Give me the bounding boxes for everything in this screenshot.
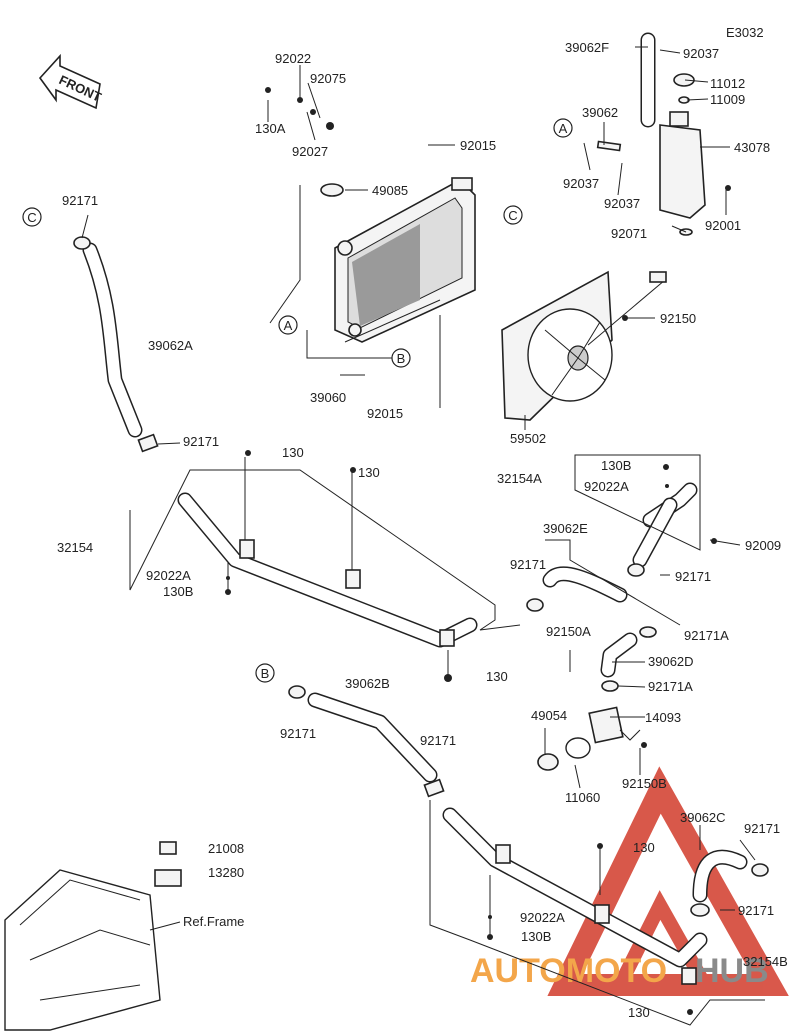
- callout-92171: 92171: [738, 903, 774, 918]
- callout-32154: 32154: [57, 540, 93, 555]
- callout-92037: 92037: [563, 176, 599, 191]
- hose-39062A: [82, 242, 143, 438]
- callout-92022A: 92022A: [520, 910, 565, 925]
- callout-92150A: 92150A: [546, 624, 591, 639]
- reference-markers: A C C A B B: [22, 118, 573, 683]
- callout-92037: 92037: [604, 196, 640, 211]
- callout-130B: 130B: [601, 458, 631, 473]
- callout-59502: 59502: [510, 431, 546, 446]
- callout-92171A: 92171A: [648, 679, 693, 694]
- reservoir-tank: [596, 32, 706, 236]
- callout-130A: 130A: [255, 121, 286, 136]
- radiator-cap: [320, 183, 344, 197]
- hose-39062E: [526, 566, 628, 612]
- ref-letter-B: B: [261, 666, 270, 681]
- ref-frame-label: Ref.Frame: [183, 914, 244, 929]
- callout-11060: 11060: [565, 790, 600, 805]
- callout-14093: 14093: [645, 710, 681, 725]
- callout-130: 130: [282, 445, 304, 460]
- thermostat-housing: [537, 706, 624, 771]
- callout-92171: 92171: [420, 733, 456, 748]
- callout-labels: E3032 39062F 92037 11012 11009 92022 920…: [57, 25, 788, 1020]
- callout-32154A: 32154A: [497, 471, 542, 486]
- callout-39062B: 39062B: [345, 676, 390, 691]
- callout-39062D: 39062D: [648, 654, 694, 669]
- callout-11012: 11012: [710, 76, 745, 91]
- fasteners: [225, 87, 731, 1015]
- pipe-32154: [177, 492, 478, 648]
- callout-130B: 130B: [521, 929, 551, 944]
- callout-130: 130: [486, 669, 508, 684]
- callout-92022: 92022: [275, 51, 311, 66]
- callout-92015: 92015: [367, 406, 403, 421]
- callout-39062A: 39062A: [148, 338, 193, 353]
- hose-39062C: [690, 849, 769, 917]
- callout-49085: 49085: [372, 183, 408, 198]
- callout-39060: 39060: [310, 390, 346, 405]
- callout-130B: 130B: [163, 584, 193, 599]
- callout-92171: 92171: [675, 569, 711, 584]
- callout-13280: 13280: [208, 865, 244, 880]
- bracket-lines: [129, 185, 765, 1026]
- callout-92027: 92027: [292, 144, 328, 159]
- hose-39062D: [600, 626, 657, 692]
- radiator: [334, 177, 476, 343]
- callout-92171: 92171: [280, 726, 316, 741]
- callout-39062C: 39062C: [680, 810, 726, 825]
- callout-92075: 92075: [310, 71, 346, 86]
- callout-92009: 92009: [745, 538, 781, 553]
- watermark-text-automoto: AUTOMOTO: [470, 952, 667, 990]
- hose-clamp: [73, 236, 159, 453]
- front-arrow-icon: [38, 53, 101, 110]
- callout-130: 130: [358, 465, 380, 480]
- callout-92150B: 92150B: [622, 776, 667, 791]
- callout-130: 130: [633, 840, 655, 855]
- fan-assembly: [501, 270, 667, 421]
- callout-92171: 92171: [62, 193, 98, 208]
- ref-letter-A: A: [559, 121, 568, 136]
- pipe-32154B: [442, 807, 708, 985]
- callout-92171: 92171: [510, 557, 546, 572]
- callout-92001: 92001: [705, 218, 741, 233]
- callout-92071: 92071: [611, 226, 647, 241]
- callout-39062: 39062: [582, 105, 618, 120]
- callout-21008: 21008: [208, 841, 244, 856]
- callout-92171: 92171: [183, 434, 219, 449]
- watermark-text-hub: HUB: [695, 952, 769, 990]
- callout-92015: 92015: [460, 138, 496, 153]
- hose-39062B: [288, 685, 445, 798]
- callout-49054: 49054: [531, 708, 567, 723]
- ref-letter-B: B: [397, 351, 406, 366]
- callout-92037: 92037: [683, 46, 719, 61]
- callout-39062F: 39062F: [565, 40, 609, 55]
- ref-letter-A: A: [284, 318, 293, 333]
- callout-92171: 92171: [744, 821, 780, 836]
- callout-43078: 43078: [734, 140, 770, 155]
- frame-reference: [4, 841, 182, 1031]
- callout-32154B: 32154B: [743, 954, 788, 969]
- callout-92150: 92150: [660, 311, 696, 326]
- diagram-code-label: E3032: [726, 25, 764, 40]
- callout-39062E: 39062E: [543, 521, 588, 536]
- ref-letter-C: C: [27, 210, 36, 225]
- pipe-32154A: [627, 482, 698, 577]
- ref-letter-C: C: [508, 208, 517, 223]
- callout-92022A: 92022A: [584, 479, 629, 494]
- callout-11009: 11009: [710, 92, 745, 107]
- callout-92171A: 92171A: [684, 628, 729, 643]
- callout-92022A: 92022A: [146, 568, 191, 583]
- callout-130: 130: [628, 1005, 650, 1020]
